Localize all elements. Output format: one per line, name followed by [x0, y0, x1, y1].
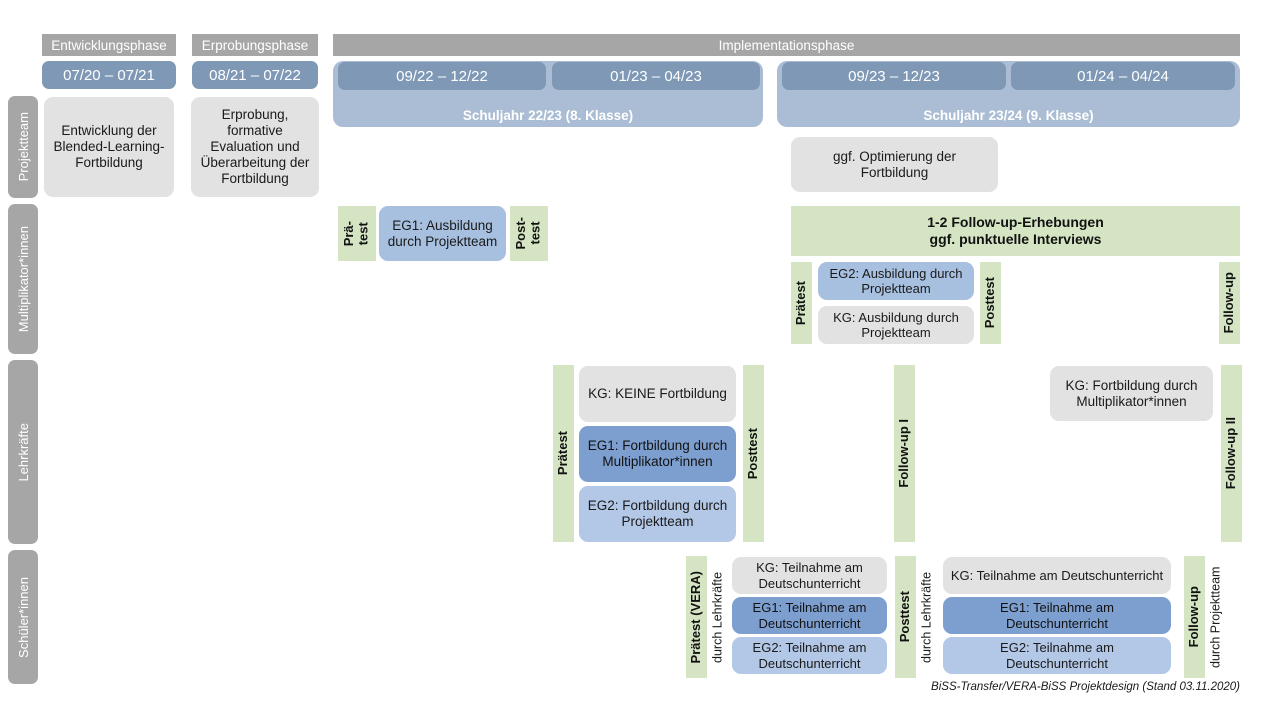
projektteam-box-optimierung-text: ggf. Optimierung der Fortbildung: [832, 148, 957, 180]
lehrkraefte-eg1-box-text: EG1: Fortbildung durch Multiplikator*inn…: [587, 438, 728, 469]
period-chip-0923-1223: 09/23 – 12/23: [782, 62, 1006, 90]
schueler-kg-box-left: KG: Teilnahme am Deutschunterricht: [732, 557, 887, 594]
period-chip-0821-0722-label: 08/21 – 07/22: [209, 66, 301, 84]
period-chip-0123-0423: 01/23 – 04/23: [552, 62, 760, 90]
period-chip-0922-1222: 09/22 – 12/22: [338, 62, 546, 90]
row-label-lehrkraefte: Lehrkräfte: [8, 360, 38, 544]
multiplikator-praetest-1-text: Prä- test: [341, 220, 371, 247]
multiplikator-followup-strip: Follow-up: [1219, 262, 1240, 344]
schueler-praetest-sublabel: durch Lehrkräfte: [707, 556, 728, 678]
multiplikator-praetest-strip-2: Prätest: [791, 262, 812, 344]
schueler-followup-main-text: Follow-up: [1186, 586, 1202, 648]
multiplikator-followup-band: 1-2 Follow-up-Erhebungen ggf. punktuelle…: [791, 206, 1240, 256]
row-label-lehrkraefte-text: Lehrkräfte: [15, 422, 31, 482]
school-year-2223-label: Schuljahr 22/23 (8. Klasse): [462, 108, 634, 123]
period-chip-0821-0722: 08/21 – 07/22: [192, 61, 318, 89]
period-chip-0923-1223-label: 09/23 – 12/23: [848, 67, 940, 85]
row-label-schueler-text: Schüler*innen: [15, 576, 31, 658]
multiplikator-eg2-box: EG2: Ausbildung durch Projektteam: [818, 262, 974, 300]
phase-bar-erprobung: Erprobungsphase: [192, 34, 318, 56]
lehrkraefte-kg-box-2: KG: Fortbildung durch Multiplikator*inne…: [1050, 366, 1213, 421]
lehrkraefte-followup-2-strip: Follow-up II: [1221, 365, 1242, 542]
multiplikator-followup-strip-text: Follow-up: [1221, 272, 1237, 334]
multiplikator-praetest-2-text: Prätest: [793, 280, 809, 326]
multiplikator-kg-box: KG: Ausbildung durch Projektteam: [818, 306, 974, 344]
multiplikator-eg1-box-text: EG1: Ausbildung durch Projektteam: [387, 217, 498, 249]
period-chip-0720-0721-label: 07/20 – 07/21: [63, 66, 155, 84]
projektteam-box-optimierung: ggf. Optimierung der Fortbildung: [791, 137, 998, 192]
schueler-praetest-sub-text: durch Lehrkräfte: [710, 571, 725, 663]
schueler-posttest-strip: Posttest: [895, 556, 916, 678]
multiplikator-followup-band-text: 1-2 Follow-up-Erhebungen ggf. punktuelle…: [927, 213, 1104, 248]
lehrkraefte-followup-1-strip: Follow-up I: [894, 365, 915, 542]
schueler-eg1-box-left-text: EG1: Teilnahme am Deutschunterricht: [752, 600, 867, 631]
schueler-eg2-box-left-text: EG2: Teilnahme am Deutschunterricht: [752, 640, 867, 671]
period-chip-0124-0424-label: 01/24 – 04/24: [1077, 67, 1169, 85]
multiplikator-praetest-strip-1: Prä- test: [338, 206, 376, 261]
lehrkraefte-followup-1-text: Follow-up I: [896, 419, 912, 488]
phase-bar-entwicklung-label: Entwicklungsphase: [51, 37, 167, 53]
projektteam-box-entwicklung-text: Entwicklung der Blended-Learning-Fortbil…: [53, 123, 165, 170]
lehrkraefte-posttest-strip: Posttest: [743, 365, 764, 542]
phase-bar-entwicklung: Entwicklungsphase: [42, 34, 176, 56]
lehrkraefte-eg2-box: EG2: Fortbildung durch Projektteam: [579, 486, 736, 542]
schueler-followup-sub-text: durch Projektteam: [1208, 566, 1223, 668]
multiplikator-posttest-1-text: Post- test: [513, 217, 543, 250]
multiplikator-posttest-2-text: Posttest: [982, 277, 998, 329]
schueler-posttest-sublabel: durch Lehrkräfte: [916, 556, 937, 678]
schueler-praetest-strip: Prätest (VERA): [686, 556, 707, 678]
phase-bar-erprobung-label: Erprobungsphase: [201, 37, 309, 53]
multiplikator-eg1-box: EG1: Ausbildung durch Projektteam: [379, 206, 506, 261]
schueler-eg1-box-right: EG1: Teilnahme am Deutschunterricht: [943, 597, 1171, 634]
projektteam-box-entwicklung: Entwicklung der Blended-Learning-Fortbil…: [44, 97, 174, 197]
multiplikator-posttest-strip-2: Posttest: [980, 262, 1001, 344]
schueler-kg-box-left-text: KG: Teilnahme am Deutschunterricht: [756, 560, 863, 591]
lehrkraefte-eg2-box-text: EG2: Fortbildung durch Projektteam: [587, 498, 728, 529]
multiplikator-posttest-strip-1: Post- test: [510, 206, 548, 261]
lehrkraefte-praetest-strip: Prätest: [553, 365, 574, 542]
footer-caption-text: BiSS-Transfer/VERA-BiSS Projektdesign (S…: [931, 681, 1240, 693]
lehrkraefte-kg-box-2-text: KG: Fortbildung durch Multiplikator*inne…: [1065, 377, 1198, 409]
row-label-projektteam: Projektteam: [8, 96, 38, 198]
schueler-eg1-box-right-text: EG1: Teilnahme am Deutschunterricht: [1000, 600, 1114, 631]
lehrkraefte-kg-box: KG: KEINE Fortbildung: [579, 366, 736, 422]
period-chip-0720-0721: 07/20 – 07/21: [42, 61, 176, 89]
row-label-projektteam-text: Projektteam: [15, 112, 31, 182]
footer-caption: BiSS-Transfer/VERA-BiSS Projektdesign (S…: [700, 681, 1240, 697]
schueler-eg1-box-left: EG1: Teilnahme am Deutschunterricht: [732, 597, 887, 634]
lehrkraefte-eg1-box: EG1: Fortbildung durch Multiplikator*inn…: [579, 426, 736, 482]
row-label-multiplikator-text: Multiplikator*innen: [15, 225, 31, 333]
lehrkraefte-posttest-text: Posttest: [745, 427, 761, 480]
projektteam-box-erprobung-text: Erprobung, formative Evaluation und Über…: [200, 107, 310, 186]
schueler-followup-strip: Follow-up: [1184, 556, 1205, 678]
schueler-posttest-sub-text: durch Lehrkräfte: [919, 571, 934, 663]
period-chip-0123-0423-label: 01/23 – 04/23: [610, 67, 702, 85]
period-chip-0922-1222-label: 09/22 – 12/22: [396, 67, 488, 85]
row-label-schueler: Schüler*innen: [8, 550, 38, 684]
period-chip-0124-0424: 01/24 – 04/24: [1011, 62, 1235, 90]
school-year-2324-label: Schuljahr 23/24 (9. Klasse): [923, 108, 1094, 123]
schueler-eg2-box-right-text: EG2: Teilnahme am Deutschunterricht: [1000, 640, 1114, 671]
lehrkraefte-followup-2-text: Follow-up II: [1223, 417, 1239, 490]
row-label-multiplikator: Multiplikator*innen: [8, 204, 38, 354]
schueler-eg2-box-left: EG2: Teilnahme am Deutschunterricht: [732, 637, 887, 674]
lehrkraefte-kg-box-text: KG: KEINE Fortbildung: [588, 386, 727, 402]
schueler-kg-box-right-text: KG: Teilnahme am Deutschunterricht: [950, 567, 1164, 583]
schueler-eg2-box-right: EG2: Teilnahme am Deutschunterricht: [943, 637, 1171, 674]
schueler-posttest-main-text: Posttest: [897, 591, 913, 643]
phase-bar-implementation-label: Implementationsphase: [718, 37, 855, 53]
phase-bar-implementation: Implementationsphase: [333, 34, 1240, 56]
schueler-praetest-main-text: Prätest (VERA): [688, 570, 704, 664]
multiplikator-eg2-box-text: EG2: Ausbildung durch Projektteam: [829, 265, 963, 296]
lehrkraefte-praetest-text: Prätest: [555, 431, 571, 476]
schueler-followup-sublabel: durch Projektteam: [1205, 556, 1226, 678]
schueler-kg-box-right: KG: Teilnahme am Deutschunterricht: [943, 557, 1171, 594]
projektteam-box-erprobung: Erprobung, formative Evaluation und Über…: [191, 97, 319, 197]
multiplikator-kg-box-text: KG: Ausbildung durch Projektteam: [833, 309, 959, 340]
